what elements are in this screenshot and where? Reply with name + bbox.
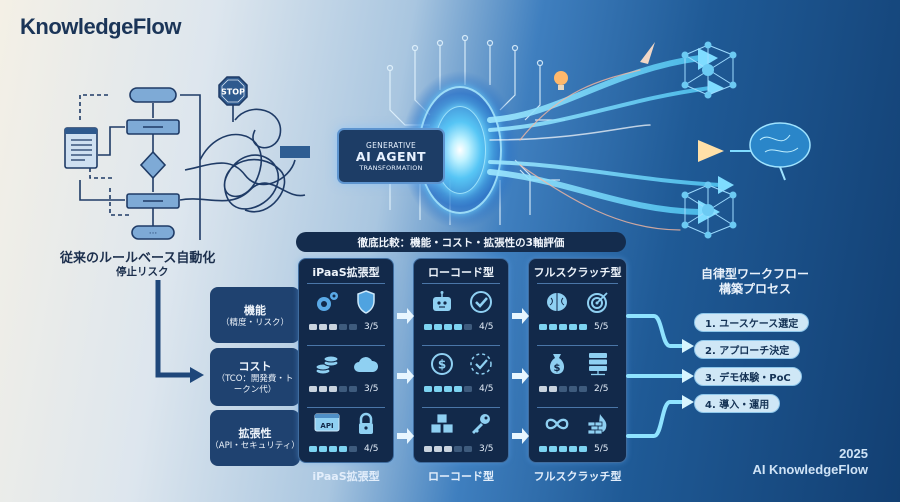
footer-brand: AI KnowledgeFlow xyxy=(752,462,868,477)
comparison-header: 徹底比較：機能・コスト・拡張性の3軸評価 xyxy=(296,232,626,252)
row-label-scalability: 拡張性 （API・セキュリティ） xyxy=(210,410,300,466)
process-title-line2: 構築プロセス xyxy=(718,282,791,296)
column-footer-ipaas: iPaaS拡張型 xyxy=(312,470,380,483)
column-title: フルスクラッチ型 xyxy=(533,266,622,279)
row-label-sub: （TCO：開発費・トークン代） xyxy=(216,374,294,395)
ai-agent-transformation-box: GENERATIVE AI AGENT TRANSFORMATION xyxy=(337,128,445,184)
cloud-icon xyxy=(353,351,379,377)
rating-value: 4/5 xyxy=(479,322,494,332)
divider xyxy=(307,345,385,346)
column-title: ローコード型 xyxy=(428,266,494,279)
legacy-subtitle: 停止リスク xyxy=(116,266,169,278)
divider xyxy=(422,283,500,284)
cell-fullscratch-cost: $ 2/5 xyxy=(529,349,626,409)
row-label-function: 機能 （精度・リスク） xyxy=(210,287,300,343)
row-label-main: 機能 xyxy=(244,303,266,317)
row-label-sub: （API・セキュリティ） xyxy=(210,440,300,451)
ai-box-line2: AI AGENT xyxy=(355,148,427,164)
ai-box-line3: TRANSFORMATION xyxy=(359,163,423,172)
ai-streams-illustration xyxy=(487,41,811,239)
rating-value: 3/5 xyxy=(364,384,379,394)
divider xyxy=(307,407,385,408)
divider xyxy=(537,283,618,284)
dollar-coin-icon: $ xyxy=(429,351,455,377)
divider xyxy=(307,283,385,284)
row-label-sub: （精度・リスク） xyxy=(220,317,289,328)
svg-text:$: $ xyxy=(437,358,445,372)
rating-bar: 4/5 xyxy=(309,444,378,454)
cell-lowcode-cost: $ 4/5 xyxy=(414,349,508,409)
server-icon xyxy=(585,351,611,377)
target-icon xyxy=(585,289,611,315)
checkmark-circle-icon xyxy=(468,289,494,315)
rating-value: 2/5 xyxy=(594,384,609,394)
divider xyxy=(422,345,500,346)
row-label-main: 拡張性 xyxy=(238,426,272,440)
rating-value: 5/5 xyxy=(594,322,609,332)
column-footer-lowcode: ローコード型 xyxy=(428,470,494,483)
rating-bar: 3/5 xyxy=(309,384,378,394)
api-window-icon: API xyxy=(314,411,340,437)
robot-icon xyxy=(429,289,455,315)
svg-text:API: API xyxy=(320,422,333,430)
process-title: 自律型ワークフロー 構築プロセス xyxy=(690,267,820,297)
cell-ipaas-cost: 3/5 xyxy=(299,349,393,409)
legacy-title: 従来のルールベース自動化 xyxy=(60,251,216,266)
cell-fullscratch-function: 5/5 xyxy=(529,287,626,347)
divider xyxy=(537,345,618,346)
legacy-to-rows-arrow xyxy=(155,280,204,383)
process-title-line1: 自律型ワークフロー xyxy=(700,267,809,281)
brain-icon xyxy=(544,289,570,315)
cell-ipaas-function: 3/5 xyxy=(299,287,393,347)
rating-bar: 3/5 xyxy=(309,322,378,332)
svg-text:$: $ xyxy=(554,363,561,374)
cell-ipaas-scalability: API 4/5 xyxy=(299,409,393,469)
cubes-icon xyxy=(429,411,455,437)
column-footer-fullscratch: フルスクラッチ型 xyxy=(533,470,622,483)
rating-bar: 5/5 xyxy=(539,444,608,454)
cell-lowcode-function: 4/5 xyxy=(414,287,508,347)
rating-bar: 4/5 xyxy=(424,384,493,394)
brand-title: KnowledgeFlow xyxy=(20,14,181,39)
column-arrows xyxy=(397,308,529,444)
process-step-3: 3. デモ体験・PoC xyxy=(694,367,802,386)
process-step-2: 2. アプローチ決定 xyxy=(694,340,801,359)
clock-check-icon xyxy=(468,351,494,377)
svg-text:···: ··· xyxy=(149,229,158,239)
row-label-cost: コスト （TCO：開発費・トークン代） xyxy=(210,348,300,406)
process-step-1: 1. ユースケース選定 xyxy=(694,313,810,332)
rating-value: 5/5 xyxy=(594,444,609,454)
stop-sign-label: STOP xyxy=(221,88,245,97)
coins-icon xyxy=(314,351,340,377)
rating-bar: 2/5 xyxy=(539,384,608,394)
row-label-main: コスト xyxy=(238,360,272,373)
rating-value: 4/5 xyxy=(364,444,379,454)
rating-value: 3/5 xyxy=(479,444,494,454)
rating-value: 3/5 xyxy=(364,322,379,332)
rating-bar: 3/5 xyxy=(424,444,493,454)
column-fullscratch: フルスクラッチ型 5/5 $ 2/5 5/5 xyxy=(528,258,627,463)
divider xyxy=(422,407,500,408)
rating-bar: 5/5 xyxy=(539,322,608,332)
rating-bar: 4/5 xyxy=(424,322,493,332)
infinity-icon xyxy=(544,411,570,437)
column-title: iPaaS拡張型 xyxy=(312,266,380,279)
process-connector-arrows xyxy=(626,314,694,438)
divider xyxy=(537,407,618,408)
gears-icon xyxy=(314,289,340,315)
firewall-icon xyxy=(585,411,611,437)
cell-lowcode-scalability: 3/5 xyxy=(414,409,508,469)
ai-box-line1: GENERATIVE xyxy=(365,140,417,150)
lock-icon xyxy=(353,411,379,437)
column-lowcode: ローコード型 4/5 $ 4/5 3/5 xyxy=(413,258,509,463)
process-step-4: 4. 導入・運用 xyxy=(694,394,781,413)
key-icon xyxy=(468,411,494,437)
footer-year: 2025 xyxy=(839,446,868,461)
rating-value: 4/5 xyxy=(479,384,494,394)
cell-fullscratch-scalability: 5/5 xyxy=(529,409,626,469)
legacy-flowchart-illustration: ··· STOP xyxy=(64,76,310,240)
column-ipaas: iPaaS拡張型 3/5 3/5 API 4/5 xyxy=(298,258,394,463)
money-bag-icon: $ xyxy=(544,351,570,377)
shield-icon xyxy=(353,289,379,315)
